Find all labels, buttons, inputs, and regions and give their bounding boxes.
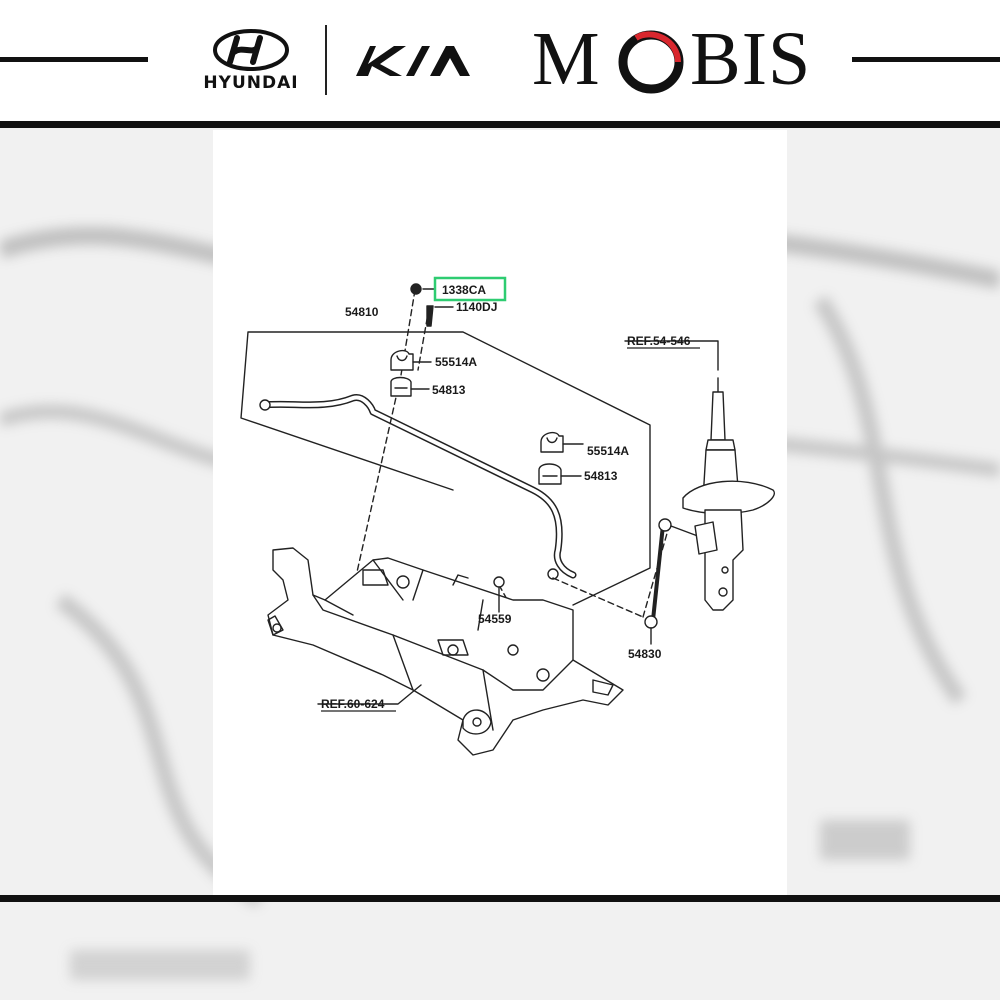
bolt-1140dj [426, 305, 434, 327]
label-54810: 54810 [345, 305, 379, 319]
label-1140dj: 1140DJ [456, 300, 497, 314]
hyundai-wordmark: HYUNDAI [203, 73, 299, 93]
label-54830: 54830 [628, 647, 662, 661]
hyundai-emblem-icon [213, 29, 289, 71]
label-54559: 54559 [478, 612, 512, 626]
parts-diagram-panel: 1338CA 1140DJ 54810 55514A 54813 55514A … [213, 130, 787, 895]
brand-header: HYUNDAI M BIS [0, 0, 1000, 125]
assembly-frame [240, 331, 651, 606]
parts-diagram: 1338CA 1140DJ 54810 55514A 54813 55514A … [240, 276, 775, 756]
middle-bushing-bracket [538, 431, 564, 485]
kia-logo [350, 38, 475, 82]
stabilizer-bar [259, 394, 577, 580]
label-55514a-mid: 55514A [587, 444, 629, 458]
header-line-right [852, 57, 1000, 62]
kia-logo-icon [356, 46, 470, 76]
label-ref-subframe: REF.60-624 [321, 697, 385, 711]
nut-1338ca [410, 283, 422, 295]
mobis-letters-bis: BIS [690, 17, 812, 101]
front-strut [682, 377, 775, 611]
mobis-o-ring-icon [618, 30, 684, 94]
label-54813-top: 54813 [432, 383, 466, 397]
hyundai-logo: HYUNDAI [197, 28, 305, 98]
stabilizer-link [644, 518, 704, 629]
nut-54559 [493, 576, 505, 588]
front-subframe [267, 547, 624, 756]
footer-rule [0, 895, 1000, 902]
label-1338ca: 1338CA [442, 283, 486, 297]
label-54813-mid: 54813 [584, 469, 618, 483]
mobis-letter-m: M [532, 17, 601, 101]
header-line-left [0, 57, 148, 62]
brand-separator [325, 25, 327, 95]
mobis-logo: M BIS [532, 17, 810, 101]
header-rule [0, 121, 1000, 128]
label-pointers [317, 288, 719, 705]
label-55514a-top: 55514A [435, 355, 477, 369]
highlight-box-1338ca [433, 276, 507, 302]
upper-bushing-bracket [390, 349, 414, 397]
label-ref-strut: REF.54-546 [627, 334, 691, 348]
